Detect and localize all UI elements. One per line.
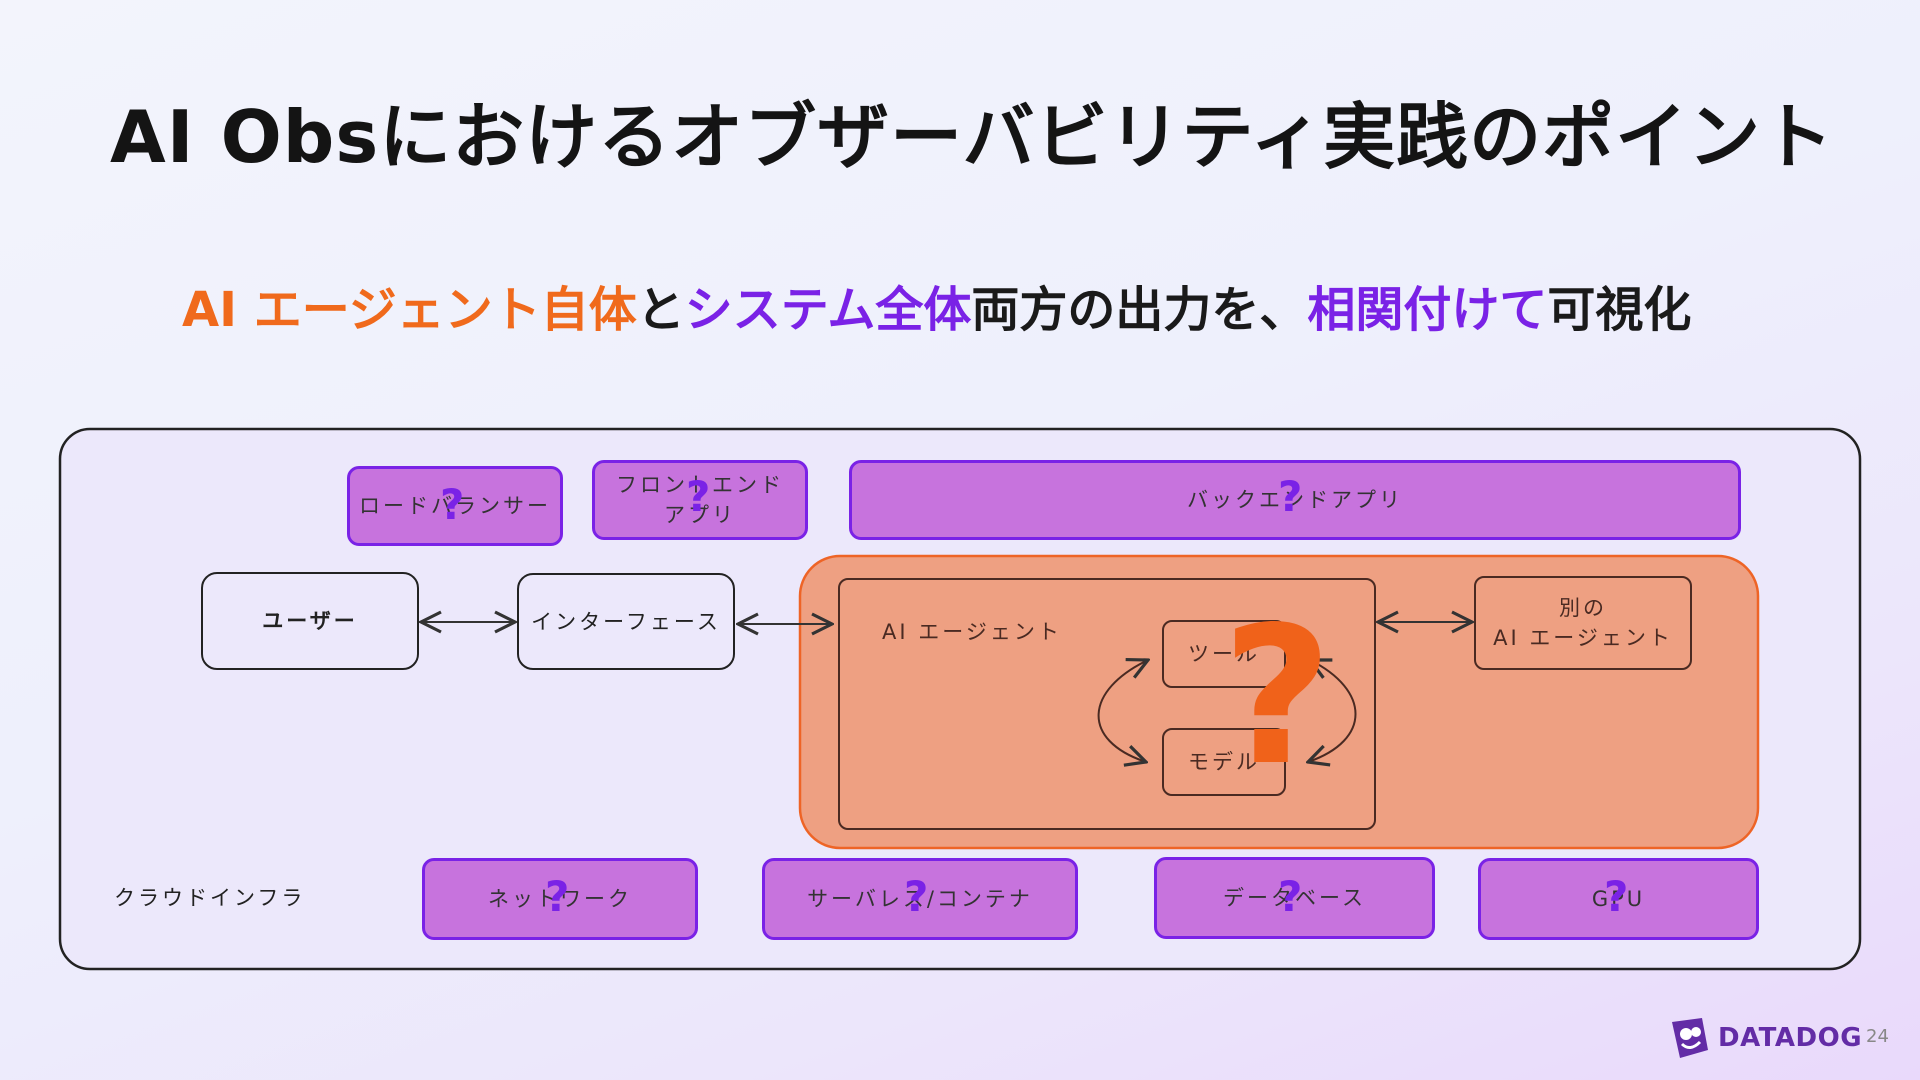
ai-agent-label: AI エージェント [882,620,1062,644]
subtitle-both-outputs: 両方の出力を、 [971,282,1308,338]
database-label: データベース [1223,886,1366,910]
network-label: ネットワーク [488,887,632,911]
page-title: AI Obsにおけるオブザーバビリティ実践のポイント [110,95,1835,179]
model-label: モデル [1188,750,1260,774]
user-box: ユーザー [201,572,419,670]
database-box: データベース [1154,857,1435,939]
arrow-tool-loop-right [1308,660,1357,762]
gpu-box: GPU [1478,858,1759,940]
frontend-app-box: フロントエンド アプリ [592,460,808,540]
datadog-brand-text: DATADOG [1718,1023,1863,1053]
subtitle-whole-system: システム全体 [684,282,972,338]
subtitle-visualize: 可視化 [1547,282,1692,338]
datadog-logo: DATADOG [1668,1016,1862,1060]
interface-box: インターフェース [517,573,735,670]
other-agent-label-line1: 別の [1559,596,1607,620]
subtitle: AI エージェント自体とシステム全体両方の出力を、相関付けて可視化 [182,270,1691,340]
datadog-dog-icon [1672,1018,1708,1058]
serverless-container-label: サーバレス/コンテナ [807,887,1033,911]
subtitle-correlate: 相関付けて [1307,282,1548,338]
backend-app-box: バックエンドアプリ [849,460,1741,540]
model-box: モデル [1162,728,1286,796]
frontend-app-label-line2: アプリ [664,503,736,527]
arrow-tool-loop-left [1097,660,1148,762]
serverless-container-box: サーバレス/コンテナ [762,858,1078,940]
user-label: ユーザー [262,609,358,633]
ai-agent-region [798,554,1760,850]
network-box: ネットワーク [422,858,698,940]
tool-box: ツール [1162,620,1286,688]
other-agent-box: 別の AI エージェント [1474,576,1692,670]
cloud-infra-label: クラウドインフラ [114,886,306,910]
load-balancer-label: ロードバランサー [359,494,551,518]
subtitle-agent-itself: AI エージェント自体 [182,282,637,338]
other-agent-label-line2: AI エージェント [1493,626,1673,650]
backend-app-label: バックエンドアプリ [1187,488,1403,512]
page-number: 24 [1866,1026,1889,1047]
tool-label: ツール [1188,642,1260,666]
load-balancer-box: ロードバランサー [347,466,563,546]
frontend-app-label-line1: フロントエンド [616,473,784,497]
gpu-label: GPU [1591,887,1646,911]
interface-label: インターフェース [531,609,721,634]
subtitle-and: と [636,282,685,338]
ai-agent-box [838,578,1376,830]
